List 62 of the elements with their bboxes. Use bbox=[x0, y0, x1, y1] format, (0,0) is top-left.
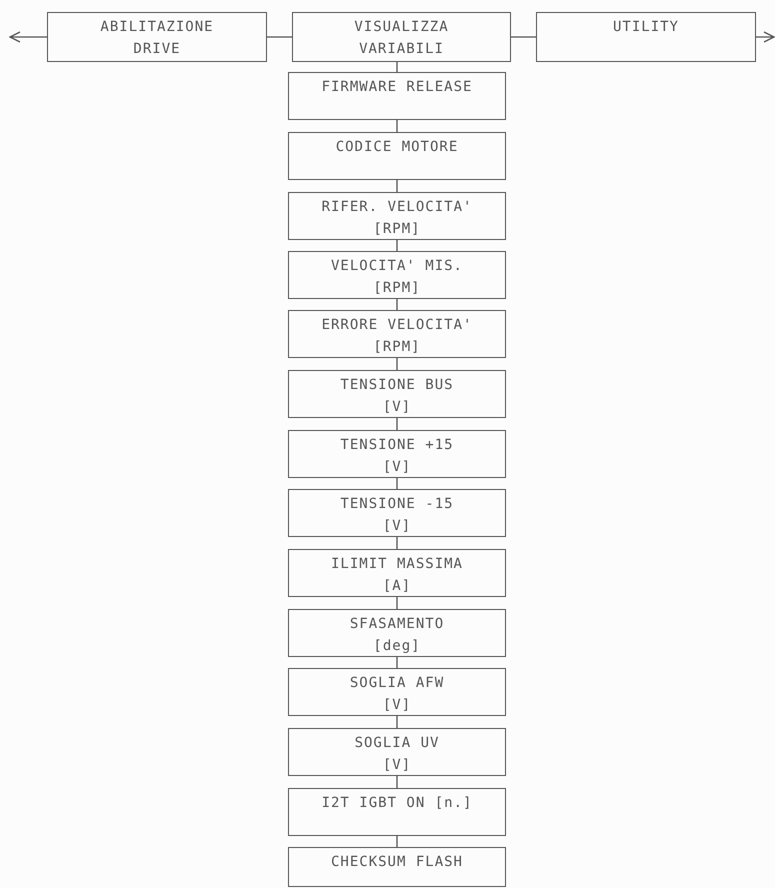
menu-box bbox=[288, 430, 506, 478]
menu-box bbox=[288, 192, 506, 240]
menu-box bbox=[288, 847, 506, 887]
box-text: [V] bbox=[382, 756, 412, 775]
menu-box bbox=[288, 609, 506, 657]
menu-box bbox=[292, 12, 511, 62]
box-text: [RPM] bbox=[373, 279, 421, 298]
box-text: TENSIONE BUS bbox=[340, 376, 454, 395]
menu-box bbox=[288, 132, 506, 180]
connector-line bbox=[396, 776, 398, 788]
menu-box bbox=[288, 310, 506, 358]
box-text: [V] bbox=[382, 458, 412, 477]
box-text: TENSIONE +15 bbox=[340, 436, 454, 455]
connector-line bbox=[511, 36, 536, 38]
box-text: I2T IGBT ON [n.] bbox=[322, 794, 472, 813]
box-text: [RPM] bbox=[373, 220, 421, 239]
connector-line bbox=[396, 358, 398, 370]
connector-line bbox=[396, 62, 398, 72]
connector-line bbox=[396, 597, 398, 609]
box-text: [RPM] bbox=[373, 338, 421, 357]
connector-line bbox=[396, 418, 398, 430]
connector-line bbox=[396, 120, 398, 132]
connector-line bbox=[396, 180, 398, 192]
box-text: [deg] bbox=[373, 637, 421, 656]
box-text: [V] bbox=[382, 696, 412, 715]
box-text: SOGLIA UV bbox=[354, 734, 440, 753]
box-text: SOGLIA AFW bbox=[350, 674, 444, 693]
box-text: [V] bbox=[382, 398, 412, 417]
arrow bbox=[756, 31, 775, 43]
box-text: TENSIONE -15 bbox=[340, 495, 454, 514]
connector-line bbox=[396, 299, 398, 310]
arrow bbox=[9, 31, 47, 43]
box-text: CODICE MOTORE bbox=[336, 138, 458, 157]
box-text: [A] bbox=[382, 577, 412, 596]
box-text: [V] bbox=[382, 517, 412, 536]
menu-box bbox=[288, 668, 506, 716]
menu-box bbox=[288, 549, 506, 597]
box-text: CHECKSUM FLASH bbox=[330, 853, 463, 872]
box-text: FIRMWARE RELEASE bbox=[322, 78, 472, 97]
box-text: ABILITAZIONE DRIVE bbox=[99, 18, 215, 59]
connector-line bbox=[396, 240, 398, 251]
menu-box bbox=[288, 489, 506, 537]
menu-box bbox=[288, 370, 506, 418]
box-text: ILIMIT MASSIMA bbox=[330, 555, 463, 574]
connector-line bbox=[396, 537, 398, 549]
connector-line bbox=[396, 836, 398, 847]
connector-line bbox=[267, 36, 292, 38]
box-text: ERRORE VELOCITA' bbox=[322, 316, 472, 335]
box-text: SFASAMENTO bbox=[350, 615, 444, 634]
connector-line bbox=[396, 478, 398, 489]
menu-box bbox=[288, 251, 506, 299]
connector-line bbox=[396, 716, 398, 728]
box-text: VISUALIZZA VARIABILI bbox=[353, 18, 450, 59]
box-text: UTILITY bbox=[612, 18, 679, 37]
connector-line bbox=[396, 657, 398, 668]
box-text: VELOCITA' MIS. bbox=[330, 257, 463, 276]
menu-box bbox=[47, 12, 267, 62]
menu-box bbox=[288, 72, 506, 120]
box-text: RIFER. VELOCITA' bbox=[322, 198, 472, 217]
menu-box bbox=[288, 788, 506, 836]
menu-box bbox=[288, 728, 506, 776]
menu-box bbox=[536, 12, 756, 62]
